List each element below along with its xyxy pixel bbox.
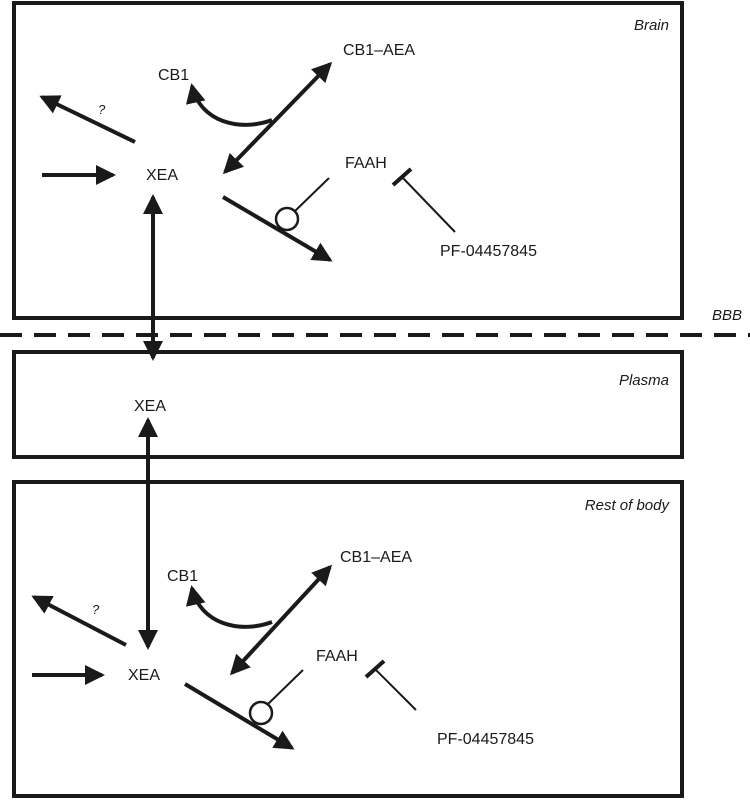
brain-inhibition-line: [401, 176, 456, 233]
brain-unknown-efflux-arrow: [39, 95, 136, 144]
body-unknown-label: ?: [92, 602, 100, 617]
brain-compartment: [12, 1, 684, 320]
brain-inhibitor-label: PF-04457845: [440, 243, 537, 260]
brain-cb1-label: CB1: [158, 67, 189, 84]
body-faah-catalysis-line: [267, 669, 304, 705]
body-inhibitor-label: PF-04457845: [437, 731, 534, 748]
body-inhibition-line: [374, 668, 417, 711]
rest-of-body-compartment: [12, 480, 684, 798]
brain-faah-catalysis-circle: [274, 206, 300, 232]
brain-cb1-curve-arrow: [185, 83, 273, 127]
body-faah-label: FAAH: [316, 648, 358, 665]
brain-inhibition-bar: [391, 167, 413, 187]
body-cb1-curve-arrow: [185, 585, 273, 629]
brain-faah-catalysis-line: [294, 177, 330, 212]
rest-of-body-region-label: Rest of body: [585, 497, 671, 514]
body-xea-label: XEA: [128, 667, 160, 684]
brain-cb1-aea-label: CB1–AEA: [343, 42, 415, 59]
brain-xea-label: XEA: [146, 167, 178, 184]
body-cb1-aea-arrow: [229, 564, 333, 676]
brain-cb1-aea-arrow: [222, 61, 333, 175]
body-unknown-efflux-arrow: [31, 595, 127, 647]
plasma-compartment: [12, 350, 684, 459]
body-faah-catalysis-circle: [248, 700, 274, 726]
plasma-xea-label: XEA: [134, 398, 166, 415]
brain-pathway: ? XEA CB1 CB1–AEA FAAH PF-04457845: [39, 42, 537, 262]
body-cb1-label: CB1: [167, 568, 198, 585]
brain-faah-label: FAAH: [345, 155, 387, 172]
bbb-label: BBB: [712, 307, 742, 324]
rest-of-body-pathway: ? XEA CB1 CB1–AEA FAAH PF-04457845: [31, 549, 534, 750]
body-inhibition-bar: [364, 659, 386, 679]
brain-degradation-arrow: [221, 195, 333, 262]
brain-region-label: Brain: [634, 17, 669, 34]
body-degradation-arrow: [183, 682, 295, 750]
plasma-region-label: Plasma: [619, 372, 669, 389]
body-cb1-aea-label: CB1–AEA: [340, 549, 412, 566]
brain-unknown-label: ?: [98, 102, 106, 117]
